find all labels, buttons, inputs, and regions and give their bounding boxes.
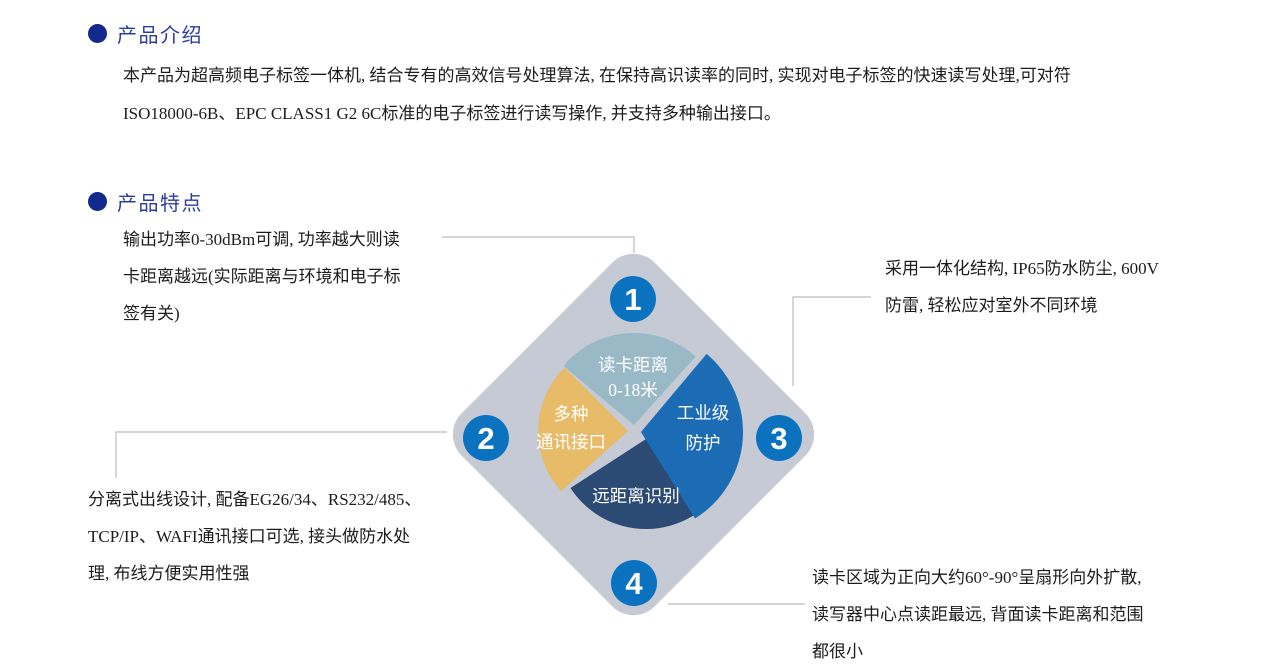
intro-line: ISO18000-6B、EPC CLASS1 G2 6C标准的电子标签进行读写操… [123, 104, 781, 123]
features-title: 产品特点 [117, 193, 203, 215]
pie-segment-long-range [570, 439, 701, 530]
feature-line: 分离式出线设计, 配备EG26/34、RS232/485、 [88, 490, 422, 509]
feature-line: 输出功率0-30dBm可调, 功率越大则读 [123, 230, 400, 249]
badge-circle-1 [610, 276, 656, 322]
badge-number-1: 1 [624, 282, 641, 317]
segment-label-long-range: 远距离识别 [592, 486, 680, 506]
badge-number-2: 2 [477, 421, 494, 456]
pie-segment-read-distance [563, 332, 696, 425]
feature-line: 理, 布线方便实用性强 [88, 564, 250, 583]
feature-line: 读写器中心点读距最远, 背面读卡距离和范围 [812, 605, 1144, 624]
feature-line: 都很小 [812, 642, 863, 661]
badge-circle-2 [463, 415, 509, 461]
feature-line: 防雷, 轻松应对室外不同环境 [885, 296, 1098, 315]
segment-label-industrial-line1: 工业级 [677, 403, 730, 423]
feature-line: TCP/IP、WAFI通讯接口可选, 接头做防水处 [88, 527, 411, 546]
feature-text-3: 采用一体化结构, IP65防水防尘, 600V 防雷, 轻松应对室外不同环境 [885, 250, 1159, 324]
feature-line: 读卡区域为正向大约60°-90°呈扇形向外扩散, [812, 568, 1142, 587]
intro-title: 产品介绍 [117, 25, 203, 47]
badge-circle-4 [611, 560, 657, 606]
intro-paragraph: 本产品为超高频电子标签一体机, 结合专有的高效信号处理算法, 在保持高识读率的同… [123, 57, 1071, 133]
section-heading-intro: 产品介绍 [88, 19, 203, 48]
section-bullet-icon [88, 24, 107, 43]
segment-label-read-distance-line2: 0-18米 [608, 380, 658, 400]
connector-line-feature-1 [442, 236, 635, 253]
section-bullet-icon [88, 192, 107, 211]
feature-text-4: 读卡区域为正向大约60°-90°呈扇形向外扩散, 读写器中心点读距最远, 背面读… [812, 559, 1144, 668]
segment-label-read-distance-line1: 读卡距离 [598, 355, 668, 375]
section-heading-features: 产品特点 [88, 187, 203, 216]
pie-segment-industrial [641, 353, 744, 519]
segment-label-multi-comm-line1: 多种 [554, 404, 589, 424]
intro-line: 本产品为超高频电子标签一体机, 结合专有的高效信号处理算法, 在保持高识读率的同… [123, 66, 1071, 85]
badge-number-3: 3 [770, 421, 787, 456]
segment-label-industrial-line2: 防护 [686, 433, 721, 453]
connector-line-feature-3 [792, 296, 871, 386]
badge-number-4: 4 [625, 566, 643, 601]
feature-text-1: 输出功率0-30dBm可调, 功率越大则读 卡距离越远(实际距离与环境和电子标 … [123, 221, 401, 332]
segment-label-multi-comm-line2: 通讯接口 [536, 432, 606, 452]
pie-segment-multi-comm [538, 367, 628, 492]
feature-line: 签有关) [123, 304, 180, 323]
feature-line: 卡距离越远(实际距离与环境和电子标 [123, 267, 401, 286]
badge-circle-3 [756, 415, 802, 461]
connector-line-feature-2 [115, 431, 447, 478]
feature-line: 采用一体化结构, IP65防水防尘, 600V [885, 259, 1159, 278]
feature-text-2: 分离式出线设计, 配备EG26/34、RS232/485、 TCP/IP、WAF… [88, 481, 421, 592]
diamond-shape [452, 253, 815, 616]
